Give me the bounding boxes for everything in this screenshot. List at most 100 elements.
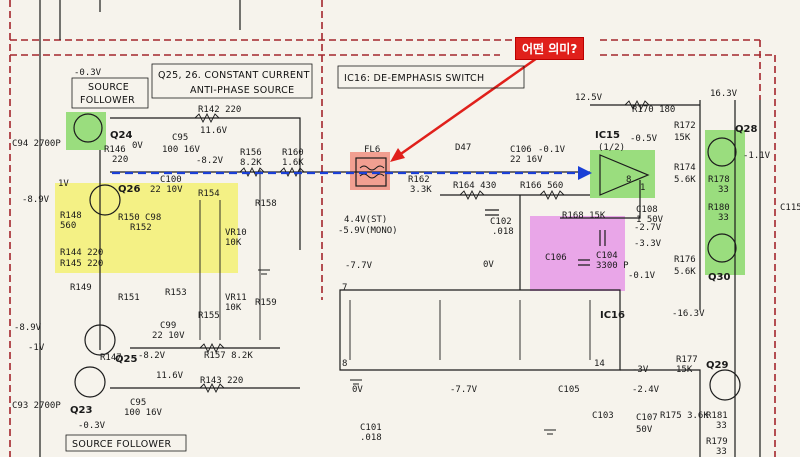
v-0v-bot: 0V (352, 385, 363, 395)
c106-network-highlight (530, 216, 625, 291)
v-neg24: -2.4V (632, 385, 660, 395)
label-c102v: .018 (492, 227, 514, 237)
resistor-r142 (194, 112, 220, 124)
label-r162v: 3.3K (410, 185, 432, 195)
label-c108v: 1 50V (636, 215, 664, 225)
q28-q30-highlight (705, 130, 745, 275)
label-r151: R151 (118, 293, 140, 303)
label-ic15: IC15 (595, 130, 620, 141)
label-r149: R149 (70, 283, 92, 293)
label-c99v: 22 10V (152, 331, 185, 341)
v-neg82-top: -8.2V (196, 156, 224, 166)
label-r164: R164 430 (453, 181, 496, 191)
label-ic15-sub: (1/2) (598, 143, 625, 153)
note-arrowhead (390, 148, 405, 162)
resistor-r156 (239, 166, 265, 178)
label-r162: R162 (408, 175, 430, 185)
label-r147: R147 (100, 353, 122, 363)
label-r156v: 8.2K (240, 158, 262, 168)
title-sf-top: SOURCE (88, 82, 129, 93)
v-neg27: -2.7V (634, 223, 662, 233)
v-neg163: -16.3V (672, 309, 705, 319)
v-neg1v: -1V (28, 343, 45, 353)
frame-right (759, 40, 776, 457)
label-r178v: 33 (718, 185, 729, 195)
label-c107: C107 (636, 413, 658, 423)
v-neg11: -1.1V (743, 151, 771, 161)
label-pin7: 7 (342, 283, 347, 293)
label-r142: R142 220 (198, 105, 241, 115)
label-c106: C106 (510, 145, 532, 155)
wire-bottom-right (620, 369, 701, 457)
label-r174: R174 (674, 163, 696, 173)
wire-right-col (699, 100, 761, 457)
v-1v: 1V (58, 179, 69, 189)
label-r143: R143 220 (200, 376, 243, 386)
label-r146v: 220 (112, 155, 128, 165)
title-box-sf-bottom (65, 434, 187, 452)
title-sf-bottom: SOURCE FOLLOWER (72, 439, 172, 450)
wire-op-feedback (440, 194, 590, 290)
label-q30: Q30 (708, 272, 730, 283)
transistor-q25 (84, 324, 116, 356)
resistor-r166 (539, 189, 565, 201)
label-r179v: 33 (716, 447, 727, 457)
label-r150: R150 (118, 213, 140, 223)
label-fl6: FL6 (364, 145, 380, 155)
label-r176: R176 (674, 255, 696, 265)
label-r177v: 15K (676, 365, 693, 375)
v-0v-mid: 0V (483, 260, 494, 270)
resistor-r143 (199, 382, 225, 394)
resistor-r157 (199, 342, 225, 354)
note-arrow (394, 54, 541, 160)
v-neg77-a: -7.7V (345, 261, 373, 271)
transistor-q30 (707, 233, 737, 263)
wire-ic16-box (339, 289, 621, 371)
label-r160v: 1.6K (282, 158, 304, 168)
transistor-q29 (709, 369, 741, 401)
label-c115: C115 (780, 203, 800, 213)
v-0v-q24: 0V (132, 141, 143, 151)
label-c107v: 50V (636, 425, 653, 435)
label-r154: R154 (198, 189, 220, 199)
label-q23: Q23 (70, 405, 92, 416)
cap-c106 (578, 259, 590, 266)
v-neg77-b: -7.7V (450, 385, 478, 395)
label-r177: R177 (676, 355, 698, 365)
label-r178: R178 (708, 175, 730, 185)
v-125: 12.5V (575, 93, 603, 103)
label-q28: Q28 (735, 124, 757, 135)
label-pin8op: 8 (626, 175, 631, 185)
v-neg89-b: -8.9V (14, 323, 42, 333)
wire-vr (199, 170, 261, 340)
label-pin8: 8 (342, 359, 347, 369)
label-ic16: IC16 (600, 310, 625, 321)
label-c95-bot-v: 100 16V (124, 408, 163, 418)
label-r157: R157 8.2K (204, 351, 253, 361)
label-c106b: C106 (545, 253, 567, 263)
label-vr10v: 10K (225, 238, 242, 248)
label-c101v: .018 (360, 433, 382, 443)
title-q25-26: Q25, 26. CONSTANT CURRENT (158, 70, 310, 81)
label-vr10: VR10 (225, 228, 247, 238)
label-c105: C105 (558, 385, 580, 395)
transistor-q26 (89, 184, 121, 216)
label-c94: C94 2700P (12, 139, 61, 149)
title-box-ic16 (337, 65, 525, 89)
label-r175: R175 3.6K (660, 411, 709, 421)
label-c99: C99 (160, 321, 176, 331)
label-pin14: 14 (594, 359, 605, 369)
label-c95-top: C95 (172, 133, 188, 143)
label-r166: R166 560 (520, 181, 563, 191)
opamp-ic15 (599, 154, 650, 196)
label-r156: R156 (240, 148, 262, 158)
label-r146: R146 (104, 145, 126, 155)
v-neg05: -0.5V (630, 134, 658, 144)
wire-ic16-inner (349, 300, 591, 360)
cap-c102 (485, 209, 499, 216)
v-neg01: -0.1V (538, 145, 566, 155)
label-vr11v: 10K (225, 303, 242, 313)
label-r181: R181 (706, 411, 728, 421)
